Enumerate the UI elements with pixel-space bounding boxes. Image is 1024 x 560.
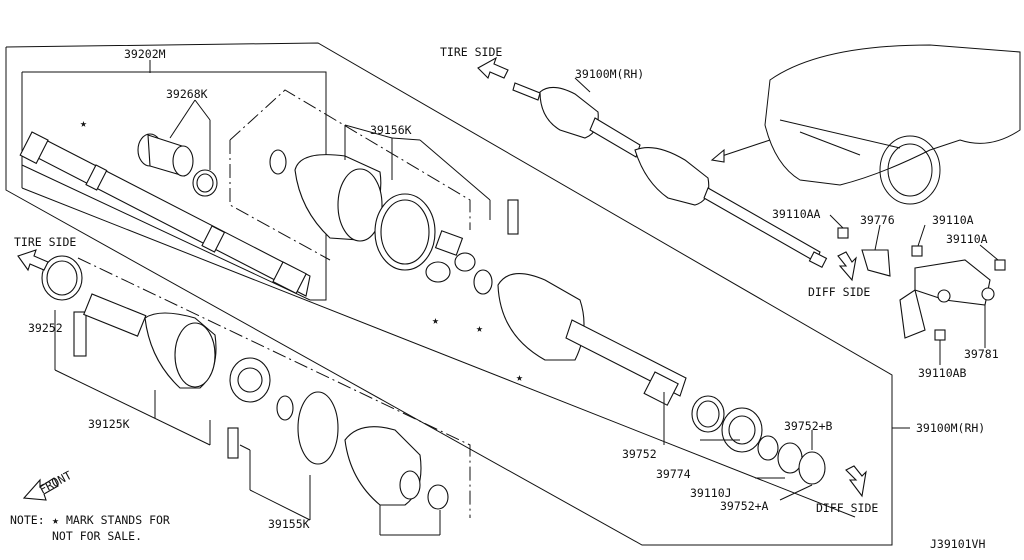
label-39110AA: 39110AA [772, 207, 821, 221]
part-inner-housing [497, 273, 687, 406]
star-icon-note: ★ [52, 513, 59, 527]
label-39752-A: 39752+A [720, 499, 769, 513]
note-prefix: NOTE: [10, 513, 45, 527]
svg-text:★: ★ [432, 313, 439, 327]
label-39125K: 39125K [88, 417, 130, 431]
diagram-id: J39101VH [930, 537, 985, 551]
label-39781: 39781 [964, 347, 999, 361]
label-39252: 39252 [28, 321, 63, 335]
part-39156K-boot [269, 149, 519, 271]
part-bracket-39781 [837, 227, 1006, 341]
part-39155K [276, 391, 449, 510]
dash-frame-39155K [77, 257, 471, 518]
label-39156K: 39156K [370, 123, 412, 137]
part-tripod [425, 230, 493, 295]
label-39110AB: 39110AB [918, 366, 967, 380]
assembly-39100M-RH [512, 82, 828, 269]
svg-text:★: ★ [516, 370, 523, 384]
label-39110A-1: 39110A [932, 213, 974, 227]
label-39752-B: 39752+B [784, 419, 833, 433]
part-39125K [83, 293, 271, 459]
arrow-icon-tire-side-left [17, 249, 49, 272]
label-39110J: 39110J [690, 486, 732, 500]
label-39268K: 39268K [166, 87, 208, 101]
label-39776: 39776 [860, 213, 895, 227]
label-front: FRONT [37, 468, 74, 497]
label-diff-side-right: DIFF SIDE [808, 285, 870, 299]
label-39100M-RH-top: 39100M(RH) [575, 67, 644, 81]
label-tire-side-left: TIRE SIDE [14, 235, 76, 249]
arrow-icon-diff-side-bottom [845, 465, 867, 498]
note-line-2: MARK STANDS FOR [66, 513, 170, 527]
part-39252 [41, 255, 87, 357]
label-diff-side-bottom: DIFF SIDE [816, 501, 878, 515]
note-line-3: NOT FOR SALE. [52, 529, 142, 543]
outer-frame [5, 42, 893, 546]
label-39155K: 39155K [268, 517, 310, 531]
label-39752: 39752 [622, 447, 657, 461]
shaft-39202M [19, 131, 311, 297]
dash-frame-39156K [229, 89, 471, 230]
label-39100M-RH-right: 39100M(RH) [916, 421, 985, 435]
label-39774: 39774 [656, 467, 691, 481]
inner-frame-39202M [21, 71, 327, 301]
label-tire-side-top: TIRE SIDE [440, 45, 502, 59]
label-39110A-2: 39110A [946, 232, 988, 246]
arrow-icon-front [22, 477, 59, 501]
arrow-icon-diff-side-right [837, 251, 857, 282]
svg-text:★: ★ [80, 116, 87, 130]
leader-lines [54, 60, 999, 536]
parts-bearing-group [691, 395, 826, 485]
svg-text:★: ★ [476, 321, 483, 335]
arrow-icon-tire-side-top [477, 56, 509, 80]
part-39268K [137, 133, 218, 197]
star-icons: ★ ★ ★ ★ [80, 116, 523, 384]
car-icon [710, 44, 1021, 205]
label-39202M: 39202M [124, 47, 166, 61]
